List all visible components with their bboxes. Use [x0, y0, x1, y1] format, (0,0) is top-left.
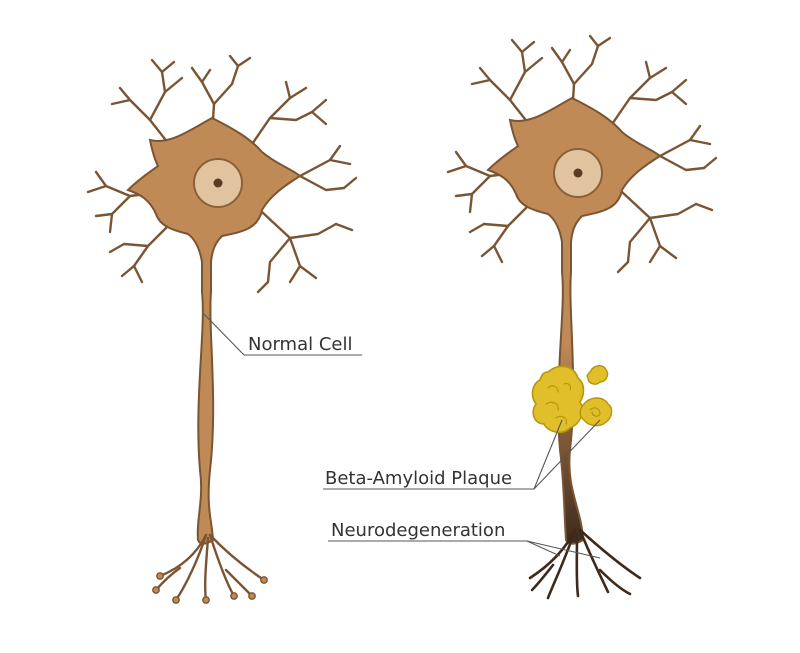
leader-neurodegeneration-2 — [526, 540, 601, 559]
leader-neurodegeneration — [328, 540, 561, 557]
plaque-medium — [579, 397, 613, 427]
beta-amyloid-plaques — [531, 365, 613, 434]
plaque-medium-texture — [589, 407, 601, 417]
plaque-small-top — [586, 365, 609, 385]
label-normal-cell: Normal Cell — [248, 334, 353, 355]
leader-plaque-2 — [533, 419, 601, 490]
normal-neuron-nucleolus — [213, 178, 223, 188]
diseased-neuron-dendrites — [446, 34, 718, 274]
label-neurodegeneration: Neurodegeneration — [331, 520, 505, 541]
degenerated-terminals — [528, 528, 642, 600]
leader-normal-cell — [203, 313, 362, 356]
diseased-neuron — [446, 34, 718, 600]
normal-neuron-dendrites — [86, 54, 358, 294]
normal-neuron-terminal-knobs — [152, 572, 268, 604]
plaque-large — [531, 365, 585, 434]
normal-neuron-soma — [126, 116, 302, 545]
leader-lines — [203, 313, 601, 559]
plaque-large-texture — [545, 382, 572, 425]
normal-neuron — [86, 54, 358, 604]
label-beta-amyloid-plaque: Beta-Amyloid Plaque — [325, 468, 512, 489]
normal-neuron-axon-terminals — [154, 533, 266, 602]
diseased-neuron-nucleolus — [573, 168, 583, 178]
